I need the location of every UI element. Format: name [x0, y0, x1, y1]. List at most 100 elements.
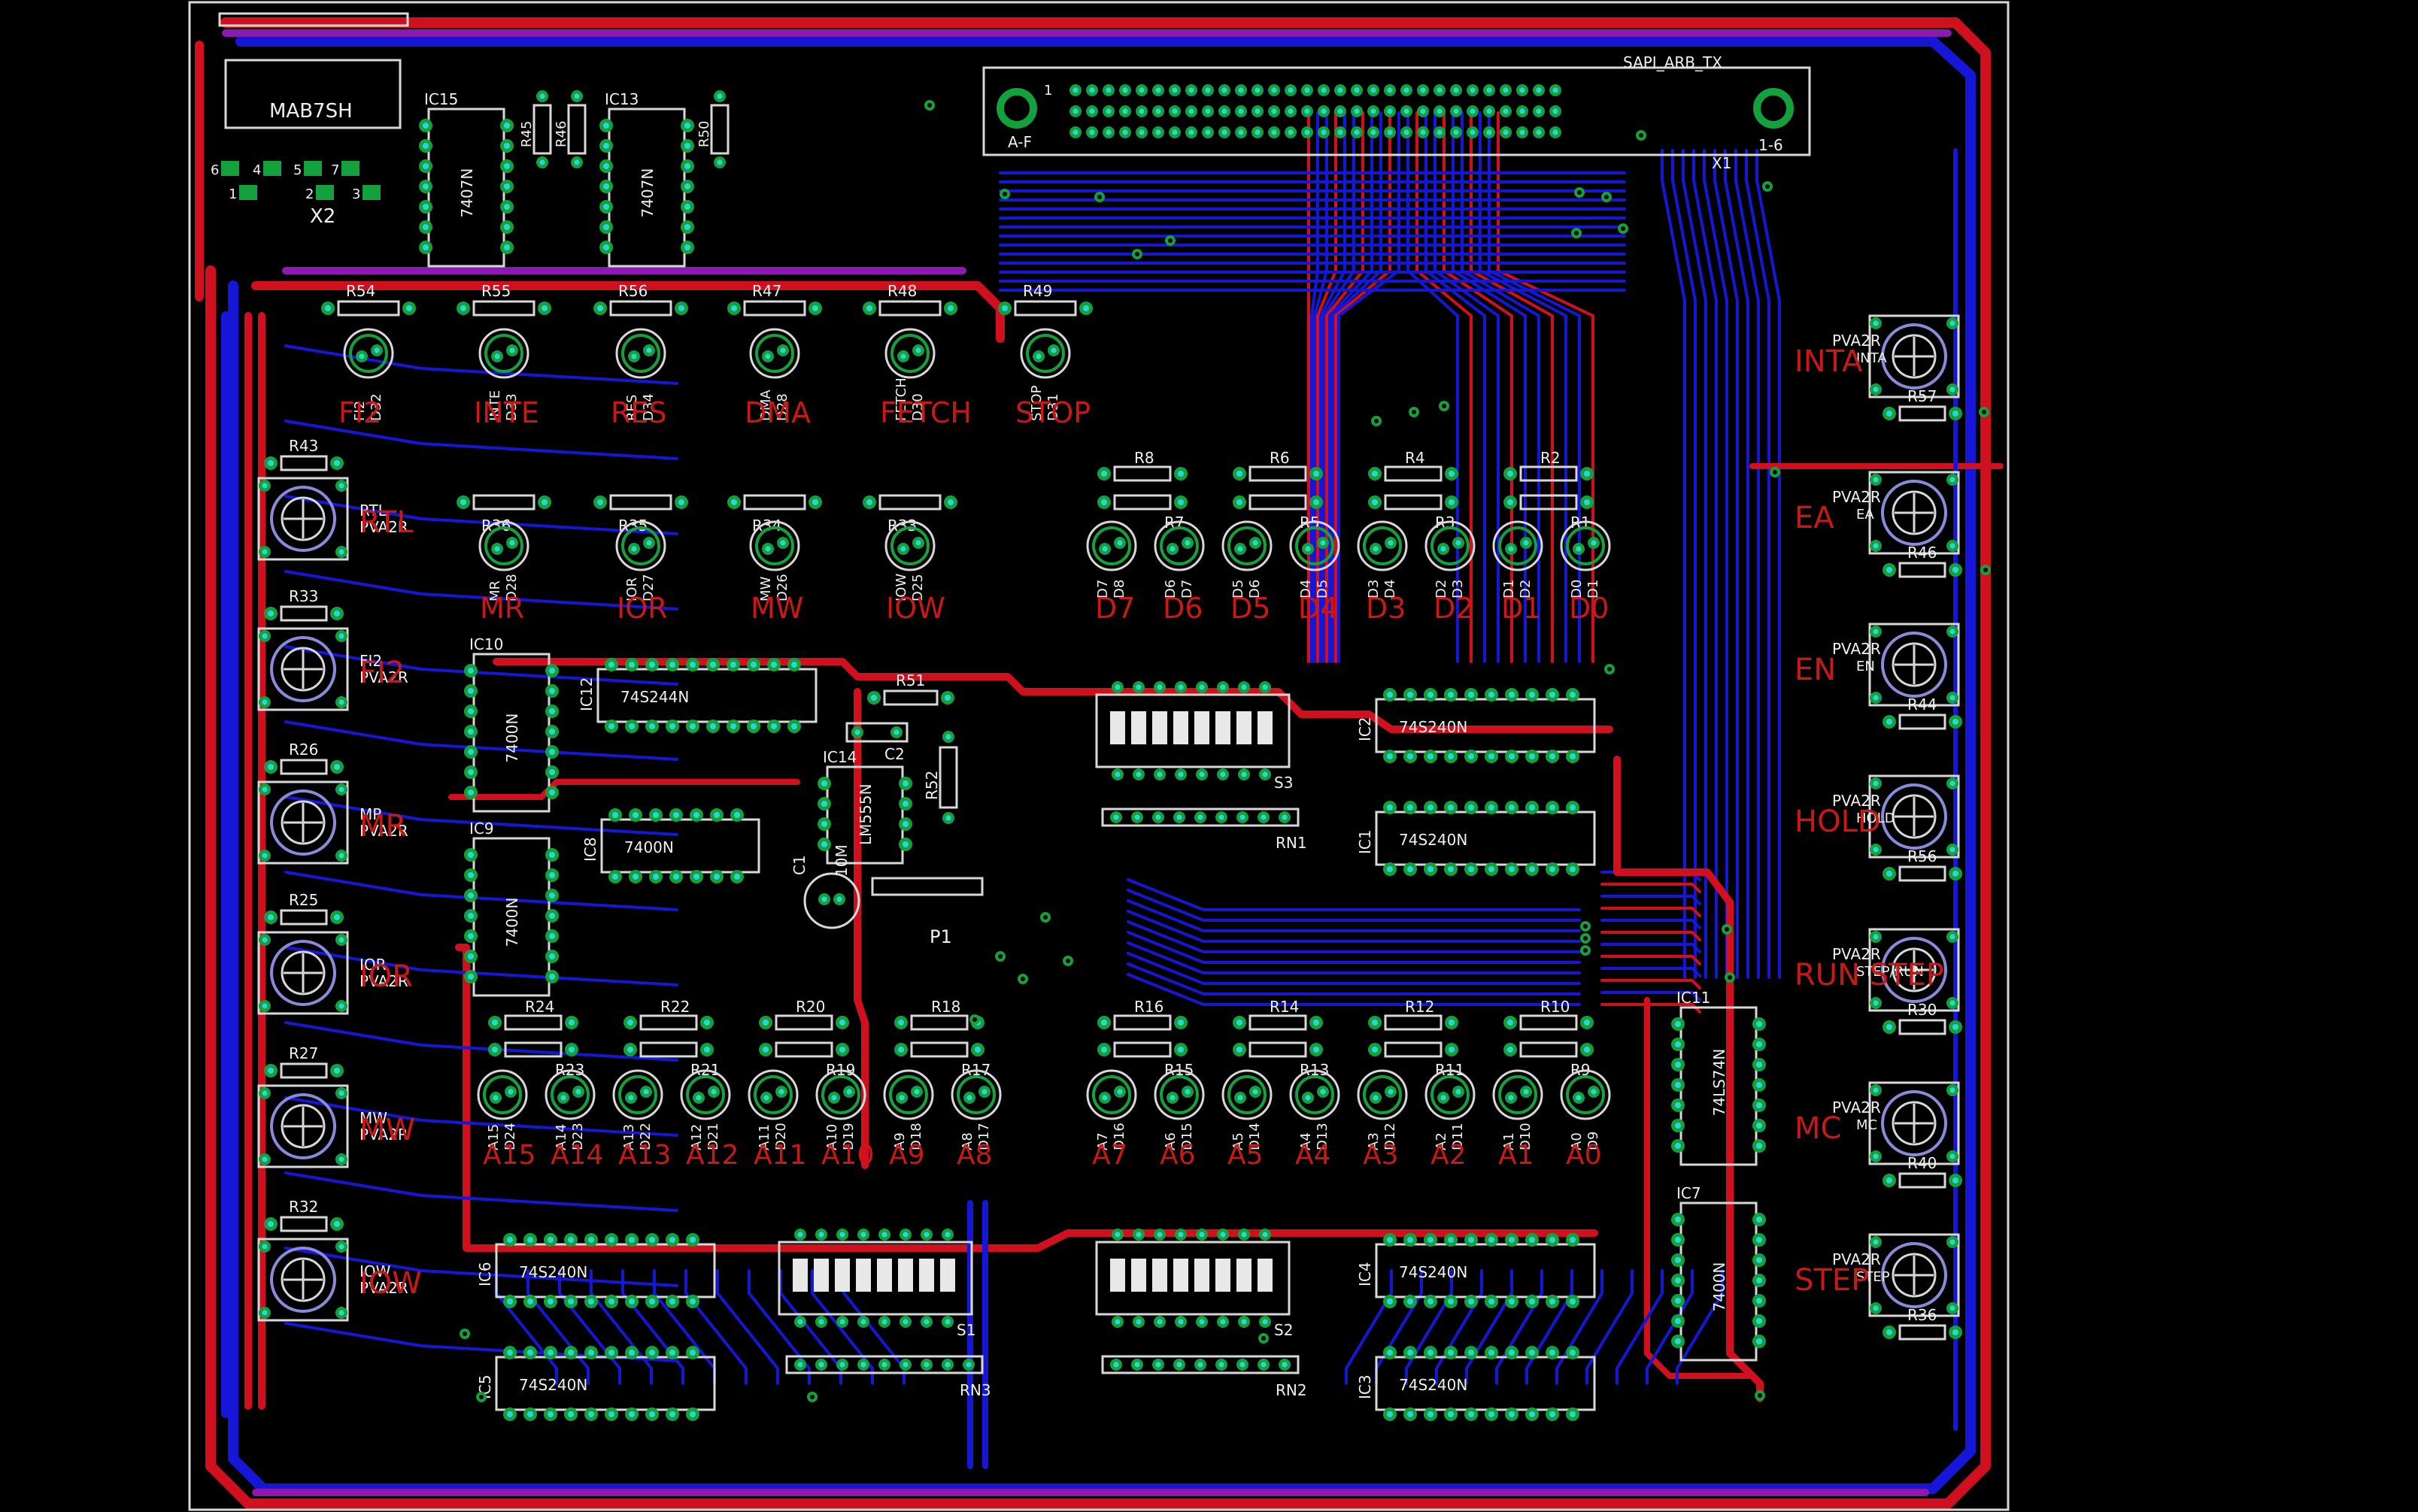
ic-ic6[interactable]: [495, 1243, 716, 1298]
ic-ic5[interactable]: [495, 1356, 716, 1411]
resistor-r22[interactable]: [639, 1014, 698, 1031]
resistor-r12[interactable]: [1384, 1014, 1443, 1031]
ic-ic2[interactable]: [1375, 698, 1596, 753]
resistor-r36[interactable]: [1898, 1324, 1946, 1341]
led[interactable]: [1357, 520, 1408, 571]
resistor-network-rn3[interactable]: [785, 1355, 984, 1374]
resistor-r30[interactable]: [1898, 1019, 1946, 1035]
resistor-r48[interactable]: [878, 300, 942, 317]
resistor-r20[interactable]: [775, 1014, 833, 1031]
resistor-r25[interactable]: [280, 909, 328, 926]
ic-ic3[interactable]: [1375, 1356, 1596, 1411]
switch-lever[interactable]: [1110, 1259, 1125, 1292]
resistor-r18[interactable]: [910, 1014, 969, 1031]
button-hold[interactable]: [1868, 774, 1960, 859]
button-en[interactable]: [1868, 623, 1960, 707]
resistor-r17[interactable]: [910, 1041, 969, 1058]
switch-lever[interactable]: [940, 1259, 955, 1292]
switch-lever[interactable]: [1215, 711, 1230, 744]
regulator-x2[interactable]: MAB7SH X2: [218, 12, 409, 228]
switch-lever[interactable]: [1131, 711, 1146, 744]
resistor-r13[interactable]: [1248, 1041, 1307, 1058]
led[interactable]: [1357, 1069, 1408, 1120]
led[interactable]: [748, 1069, 799, 1120]
button-fi2[interactable]: [257, 627, 349, 711]
resistor-r15[interactable]: [1113, 1041, 1172, 1058]
switch-lever[interactable]: [1194, 711, 1209, 744]
led[interactable]: [884, 328, 936, 379]
led[interactable]: [1424, 520, 1476, 571]
resistor-r56[interactable]: [609, 300, 672, 317]
resistor-r21[interactable]: [639, 1041, 698, 1058]
button-mr[interactable]: [257, 780, 349, 865]
resistor-r7[interactable]: [1113, 494, 1172, 511]
resistor-r19[interactable]: [775, 1041, 833, 1058]
button-step-run[interactable]: [1868, 928, 1960, 1012]
led[interactable]: [680, 1069, 731, 1120]
button-inta[interactable]: [1868, 314, 1960, 398]
switch-lever[interactable]: [1173, 1259, 1188, 1292]
button-rtl[interactable]: [257, 477, 349, 561]
resistor-r24[interactable]: [504, 1014, 563, 1031]
resistor-r57[interactable]: [1898, 405, 1946, 422]
resistor-r50[interactable]: [710, 104, 730, 155]
switch-lever[interactable]: [877, 1259, 892, 1292]
resistor-r33[interactable]: [280, 605, 328, 622]
resistor-r54[interactable]: [337, 300, 400, 317]
led[interactable]: [1289, 520, 1340, 571]
resistor-r44[interactable]: [1898, 714, 1946, 730]
capacitor-c2[interactable]: [845, 722, 909, 743]
led[interactable]: [478, 328, 529, 379]
resistor-r5[interactable]: [1248, 494, 1307, 511]
led[interactable]: [749, 520, 800, 571]
switch-lever[interactable]: [898, 1259, 913, 1292]
led[interactable]: [1492, 520, 1543, 571]
led[interactable]: [1289, 1069, 1340, 1120]
resistor-r36[interactable]: [472, 494, 535, 511]
resistor-network-rn2[interactable]: [1101, 1355, 1300, 1374]
led[interactable]: [1560, 1069, 1611, 1120]
button-iow[interactable]: [257, 1238, 349, 1322]
led[interactable]: [1086, 1069, 1137, 1120]
resistor-r14[interactable]: [1248, 1014, 1307, 1031]
dip-switch-s2[interactable]: [1095, 1241, 1291, 1316]
switch-lever[interactable]: [793, 1259, 808, 1292]
button-ea[interactable]: [1868, 471, 1960, 555]
led[interactable]: [883, 1069, 934, 1120]
resistor-r52[interactable]: [939, 746, 958, 809]
resistor-r1[interactable]: [1519, 494, 1578, 511]
switch-lever[interactable]: [1152, 711, 1167, 744]
switch-lever[interactable]: [814, 1259, 829, 1292]
button-ior[interactable]: [257, 931, 349, 1015]
resistor-r55[interactable]: [472, 300, 535, 317]
led[interactable]: [884, 520, 936, 571]
led[interactable]: [615, 328, 666, 379]
potentiometer-p1[interactable]: P1 10M: [833, 844, 984, 947]
switch-lever[interactable]: [1258, 711, 1273, 744]
resistor-r51[interactable]: [883, 689, 939, 706]
led[interactable]: [1492, 1069, 1543, 1120]
resistor-r46[interactable]: [1898, 562, 1946, 578]
resistor-r10[interactable]: [1519, 1014, 1578, 1031]
switch-lever[interactable]: [1215, 1259, 1230, 1292]
led[interactable]: [815, 1069, 866, 1120]
resistor-r56[interactable]: [1898, 865, 1946, 882]
led[interactable]: [478, 520, 529, 571]
switch-lever[interactable]: [1236, 711, 1251, 744]
switch-lever[interactable]: [835, 1259, 850, 1292]
led[interactable]: [612, 1069, 663, 1120]
resistor-r27[interactable]: [280, 1062, 328, 1079]
led[interactable]: [615, 520, 666, 571]
switch-lever[interactable]: [856, 1259, 871, 1292]
switch-lever[interactable]: [1194, 1259, 1209, 1292]
resistor-r26[interactable]: [280, 759, 328, 775]
led[interactable]: [1086, 520, 1137, 571]
resistor-r32[interactable]: [280, 1216, 328, 1232]
led[interactable]: [951, 1069, 1002, 1120]
switch-lever[interactable]: [1236, 1259, 1251, 1292]
resistor-r2[interactable]: [1519, 465, 1578, 482]
dip-switch-s1[interactable]: [778, 1241, 973, 1316]
resistor-r47[interactable]: [743, 300, 806, 317]
resistor-r4[interactable]: [1384, 465, 1443, 482]
